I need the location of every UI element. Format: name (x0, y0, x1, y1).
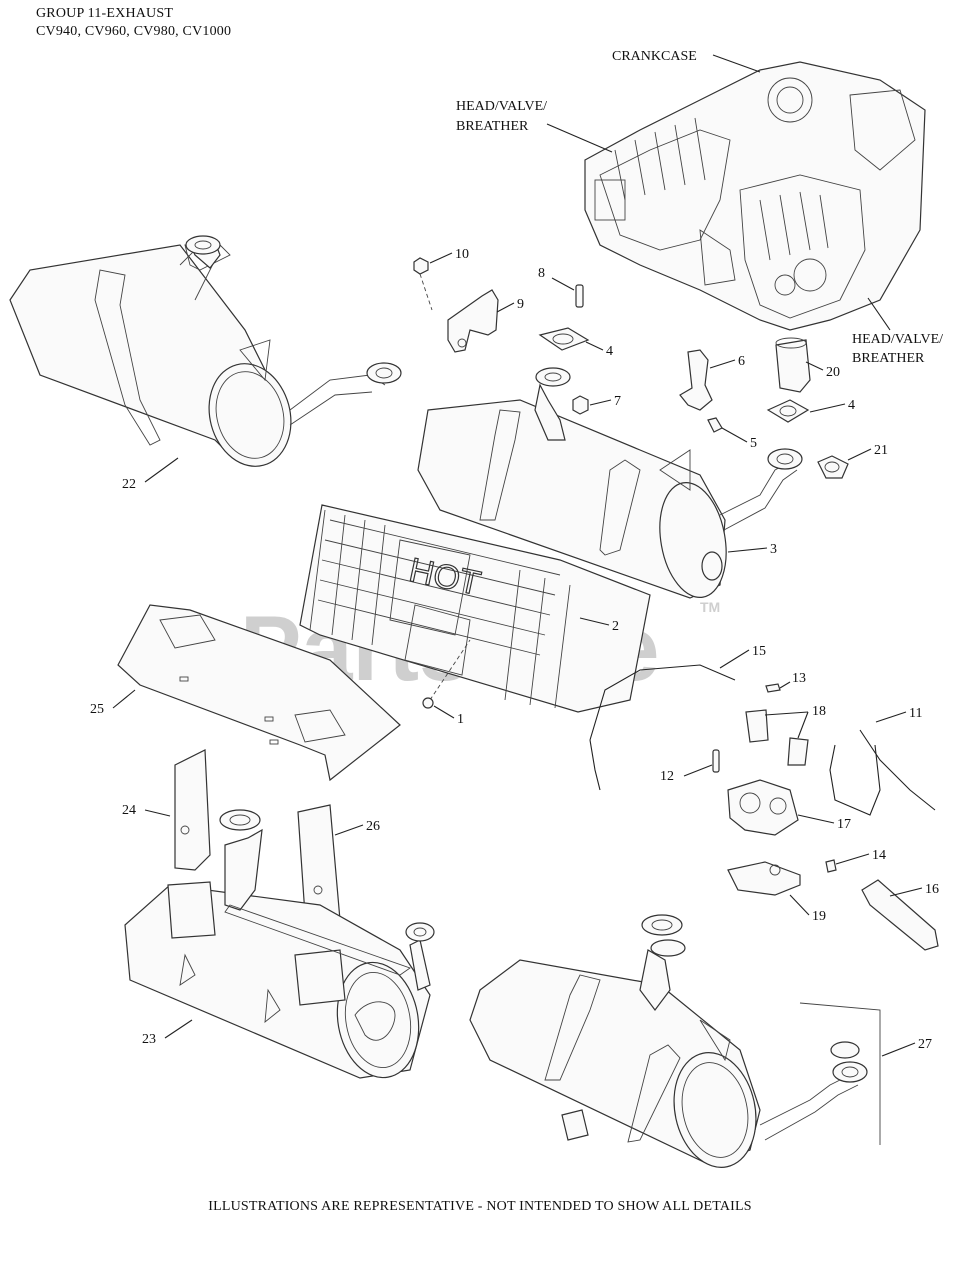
callout-26: 26 (366, 819, 380, 834)
callout-4-upper: 4 (606, 344, 613, 359)
part-2-heat-shield: HOT (299, 504, 651, 713)
engine-assembly (584, 61, 926, 331)
part-22-muffler (9, 235, 402, 467)
callout-6: 6 (738, 354, 745, 369)
part-12-screw (712, 749, 720, 773)
callout-5: 5 (750, 436, 757, 451)
part-13-fitting (765, 683, 781, 693)
callout-25: 25 (90, 702, 104, 717)
diagram-group-title: GROUP 11-EXHAUST (36, 6, 174, 21)
callout-23: 23 (142, 1032, 156, 1047)
part-4-gasket-right (766, 399, 810, 423)
callout-15: 15 (752, 644, 766, 659)
part-17-fuel-pump (727, 779, 799, 836)
callout-1: 1 (457, 712, 464, 727)
callout-17: 17 (837, 817, 851, 832)
callout-12: 12 (660, 769, 674, 784)
disclaimer-footer: ILLUSTRATIONS ARE REPRESENTATIVE - NOT I… (208, 1199, 752, 1214)
part-4-gasket-upper (538, 327, 590, 351)
callout-21: 21 (874, 443, 888, 458)
part-24-bracket (174, 749, 211, 871)
head-valve-breather-label-right-line1: HEAD/VALVE/ (852, 332, 943, 347)
part-15-hose (589, 664, 736, 791)
callout-4-right: 4 (848, 398, 855, 413)
callout-18: 18 (812, 704, 826, 719)
callout-10: 10 (455, 247, 469, 262)
callout-19: 19 (812, 909, 826, 924)
part-16-hose (861, 879, 939, 951)
callout-7: 7 (614, 394, 621, 409)
part-6-bracket (679, 349, 713, 411)
head-valve-breather-label-right-line2: BREATHER (852, 351, 925, 366)
callout-13: 13 (792, 671, 806, 686)
callout-22: 22 (122, 477, 136, 492)
part-8-stud (575, 284, 584, 308)
part-5-bolt (707, 417, 723, 433)
head-valve-breather-label-top-line1: HEAD/VALVE/ (456, 99, 547, 114)
part-23-muffler (124, 809, 435, 1079)
part-11-hose (829, 729, 936, 816)
part-21-gasket (817, 455, 849, 479)
callout-20: 20 (826, 365, 840, 380)
head-valve-breather-label-top-line2: BREATHER (456, 119, 529, 134)
part-1-screw (422, 697, 434, 709)
part-27-muffler (469, 914, 881, 1168)
callout-24: 24 (122, 803, 136, 818)
part-14-clamp (825, 859, 837, 873)
part-9-bracket (447, 289, 499, 353)
part-10-bolt (413, 257, 433, 311)
callout-2: 2 (612, 619, 619, 634)
callout-11: 11 (909, 706, 922, 721)
callout-9: 9 (517, 297, 524, 312)
callout-8: 8 (538, 266, 545, 281)
part-3-muffler (417, 367, 803, 599)
callout-27: 27 (918, 1037, 932, 1052)
watermark-tm: TM (700, 599, 720, 615)
part-19-bracket (727, 861, 801, 896)
part-20-sleeve (775, 337, 811, 393)
diagram-model-list: CV940, CV960, CV980, CV1000 (36, 24, 232, 39)
crankcase-label: CRANKCASE (612, 49, 697, 64)
callout-3: 3 (770, 542, 777, 557)
part-18-filters (745, 709, 809, 766)
part-7-nut (572, 395, 589, 415)
callout-14: 14 (872, 848, 886, 863)
callout-16: 16 (925, 882, 939, 897)
part-25-shield (117, 604, 401, 782)
